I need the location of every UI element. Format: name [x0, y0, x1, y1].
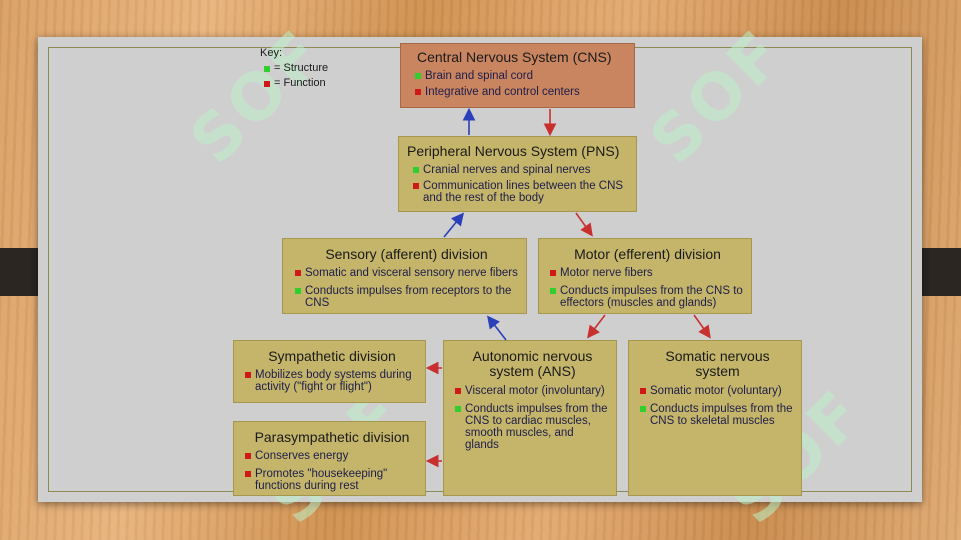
legend-function-label: = Function — [274, 77, 326, 89]
parasympathetic-item-text: Conserves energy — [255, 450, 349, 462]
cns-title: Central Nervous System (CNS) — [417, 49, 612, 65]
legend-structure-label: = Structure — [274, 62, 329, 74]
sensory-item-text: Somatic and visceral sensory nerve fiber… — [305, 267, 518, 279]
sympathetic-box: Sympathetic division Mobilizes body syst… — [233, 340, 426, 403]
ans-item-text: Visceral motor (involuntary) — [465, 385, 605, 397]
arrow-motor-to-somatic — [693, 314, 711, 339]
sympathetic-item-function: Mobilizes body systems during activity (… — [245, 369, 419, 393]
pns-title: Peripheral Nervous System (PNS) — [407, 143, 620, 159]
function-square-icon — [245, 372, 251, 378]
parasympathetic-item-function: Promotes "housekeeping" functions during… — [245, 468, 419, 492]
cns-item-text: Integrative and control centers — [425, 86, 580, 98]
structure-square-icon — [264, 65, 270, 72]
cns-item-function: Integrative and control centers — [415, 86, 634, 98]
function-square-icon — [264, 80, 270, 87]
legend-structure: = Structure — [260, 61, 328, 76]
cns-item-text: Brain and spinal cord — [425, 70, 534, 82]
motor-item-text: Motor nerve fibers — [560, 267, 653, 279]
function-square-icon — [550, 270, 556, 276]
sympathetic-title: Sympathetic division — [268, 348, 396, 364]
somatic-title-line2: system — [695, 363, 740, 379]
ans-item-function: Visceral motor (involuntary) — [455, 385, 610, 397]
pns-item-function: Communication lines between the CNS and … — [413, 180, 628, 204]
motor-item-structure: Conducts impulses from the CNS to effect… — [550, 285, 745, 309]
arrow-ans-to-sensory — [487, 315, 507, 341]
legend-function: = Function — [260, 76, 328, 91]
function-square-icon — [413, 183, 419, 189]
ans-title-line1: Autonomic nervous — [472, 348, 593, 364]
sympathetic-item-text: Mobilizes body systems during activity (… — [255, 369, 412, 393]
sensory-item-function: Somatic and visceral sensory nerve fiber… — [295, 267, 518, 279]
sensory-item-text: Conducts impulses from receptors to the … — [305, 285, 512, 309]
structure-square-icon — [415, 73, 421, 79]
sensory-box: Sensory (afferent) division Somatic and … — [282, 238, 527, 314]
pns-item-text: Communication lines between the CNS and … — [423, 180, 624, 204]
parasympathetic-item-text: Promotes "housekeeping" functions during… — [255, 468, 388, 492]
cns-box: Central Nervous System (CNS) Brain and s… — [400, 43, 635, 108]
ans-item-structure: Conducts impulses from the CNS to cardia… — [455, 403, 610, 451]
somatic-item-text: Somatic motor (voluntary) — [650, 385, 782, 397]
arrow-sensory-to-pns — [443, 212, 465, 238]
legend-title: Key: — [260, 47, 283, 59]
cns-item-structure: Brain and spinal cord — [415, 70, 634, 82]
somatic-item-function: Somatic motor (voluntary) — [640, 385, 795, 397]
function-square-icon — [245, 453, 251, 459]
function-square-icon — [640, 388, 646, 394]
structure-square-icon — [550, 288, 556, 294]
motor-box: Motor (efferent) division Motor nerve fi… — [538, 238, 752, 314]
ans-title-line2: system (ANS) — [489, 363, 576, 379]
parasympathetic-box: Parasympathetic division Conserves energ… — [233, 421, 426, 496]
function-square-icon — [415, 89, 421, 95]
motor-title: Motor (efferent) division — [574, 246, 721, 262]
structure-square-icon — [295, 288, 301, 294]
legend-key: Key: = Structure = Function — [260, 46, 328, 91]
sensory-item-structure: Conducts impulses from receptors to the … — [295, 285, 518, 309]
somatic-title-line1: Somatic nervous — [665, 348, 770, 364]
ans-item-text: Conducts impulses from the CNS to cardia… — [465, 403, 608, 451]
structure-square-icon — [455, 406, 461, 412]
ans-box: Autonomic nervous system (ANS) Visceral … — [443, 340, 617, 496]
parasympathetic-item-function: Conserves energy — [245, 450, 419, 462]
function-square-icon — [245, 471, 251, 477]
function-square-icon — [295, 270, 301, 276]
pns-item-structure: Cranial nerves and spinal nerves — [413, 164, 628, 176]
motor-item-function: Motor nerve fibers — [550, 267, 745, 279]
motor-item-text: Conducts impulses from the CNS to effect… — [560, 285, 743, 309]
parasympathetic-title: Parasympathetic division — [254, 429, 410, 445]
structure-square-icon — [640, 406, 646, 412]
somatic-box: Somatic nervous system Somatic motor (vo… — [628, 340, 802, 496]
somatic-item-text: Conducts impulses from the CNS to skelet… — [650, 403, 793, 427]
arrow-pns-to-motor — [575, 212, 593, 237]
function-square-icon — [455, 388, 461, 394]
pns-box: Peripheral Nervous System (PNS) Cranial … — [398, 136, 637, 212]
arrow-motor-to-ans — [587, 314, 606, 339]
structure-square-icon — [413, 167, 419, 173]
pns-item-text: Cranial nerves and spinal nerves — [423, 164, 591, 176]
sensory-title: Sensory (afferent) division — [325, 246, 488, 262]
somatic-item-structure: Conducts impulses from the CNS to skelet… — [640, 403, 795, 427]
